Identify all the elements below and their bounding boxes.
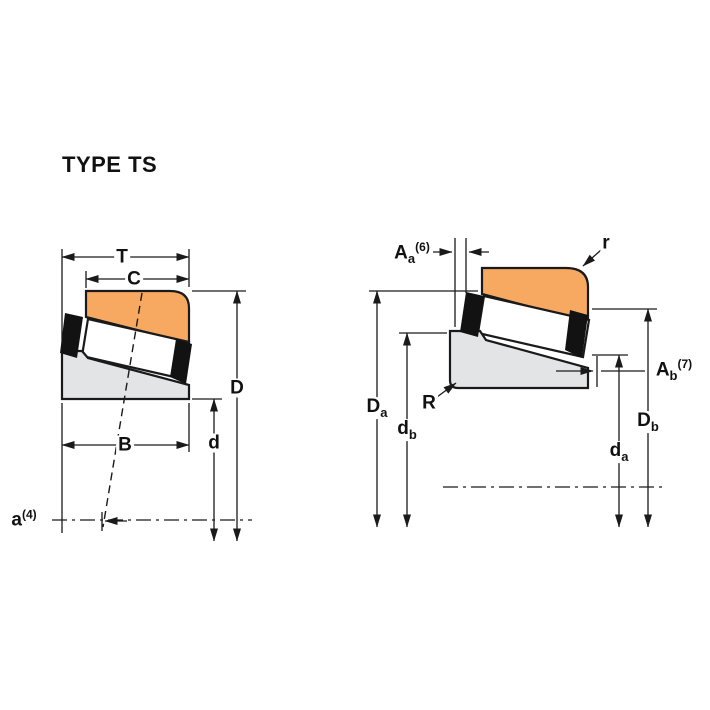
dim-label-B: B: [116, 434, 134, 456]
dim-label-Db: Db: [635, 410, 661, 434]
leader-arrow-r: [582, 249, 602, 267]
dim-label-a: a(4): [9, 507, 39, 531]
cone-inner-ring: [60, 349, 191, 401]
cage-seal-left: [460, 292, 484, 337]
dim-label-Aa: Aa(6): [392, 239, 432, 267]
dim-label-Ab: Ab(7): [653, 356, 695, 384]
leader-arrow-R: [436, 382, 457, 398]
cup-outer-ring: [480, 266, 590, 324]
page-title: TYPE TS: [62, 152, 158, 177]
dim-label-R: R: [420, 392, 438, 414]
right-bearing-view: [369, 238, 667, 528]
dim-label-T: T: [114, 246, 130, 268]
dim-label-r: r: [600, 232, 612, 254]
cage-seal-left: [60, 313, 83, 358]
cage-seal-right: [170, 339, 192, 384]
cage-seal-right: [565, 310, 588, 358]
dim-label-Da: Da: [364, 396, 390, 420]
dim-label-db: db: [395, 418, 419, 442]
left-bearing-view: [52, 249, 252, 542]
right-extension-lines: [369, 238, 657, 387]
dim-label-D: D: [228, 377, 246, 399]
load-center-dashed-line: [102, 292, 143, 528]
dim-label-C: C: [125, 268, 143, 290]
cup-outer-ring: [84, 289, 191, 345]
dim-label-d: d: [206, 432, 222, 454]
dim-label-da: da: [607, 440, 631, 464]
